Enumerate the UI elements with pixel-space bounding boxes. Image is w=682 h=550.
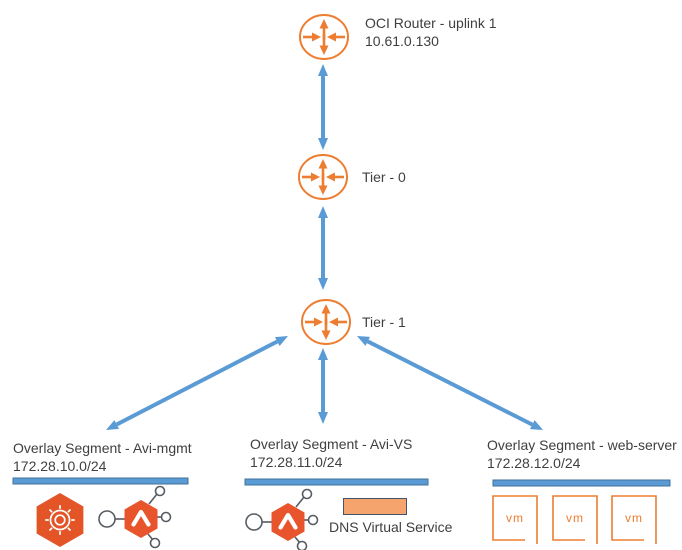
vm-label: vm xyxy=(566,511,584,525)
router-icon-tier0 xyxy=(297,153,349,201)
router-icon-oci xyxy=(298,13,350,61)
segment-cidr: 172.28.12.0/24 xyxy=(487,455,581,471)
segment-label-web-server: Overlay Segment - web-server 172.28.12.0… xyxy=(487,436,677,472)
vm-label: vm xyxy=(625,511,643,525)
oci-router-label: OCI Router - uplink 1 10.61.0.130 xyxy=(365,14,497,50)
avi-hexagon-icon-mgmt xyxy=(99,487,171,548)
segment-bar-web-server xyxy=(492,479,671,487)
link-tier1-web-server xyxy=(357,336,543,430)
vm-box-icon xyxy=(492,495,538,544)
segment-name: Overlay Segment - web-server xyxy=(487,437,677,453)
dns-virtual-service-label: DNS Virtual Service xyxy=(329,519,453,535)
segment-name: Overlay Segment - Avi-mgmt xyxy=(13,440,192,456)
oci-router-name: OCI Router - uplink 1 xyxy=(365,15,497,31)
vm-box-icon xyxy=(611,495,657,544)
segment-name: Overlay Segment - Avi-VS xyxy=(250,436,413,452)
vm-boxes xyxy=(492,495,657,544)
avi-hexagon-icon-vs xyxy=(246,490,318,550)
tier1-label: Tier - 1 xyxy=(362,314,406,330)
tier0-label: Tier - 0 xyxy=(362,169,406,185)
link-tier0-tier1 xyxy=(318,206,328,290)
segment-cidr: 172.28.10.0/24 xyxy=(13,458,107,474)
link-oci-tier0 xyxy=(318,64,328,150)
oci-router-ip: 10.61.0.130 xyxy=(365,33,439,49)
vm-label: vm xyxy=(506,511,524,525)
gear-hexagon-icon xyxy=(35,492,85,548)
link-tier1-avi-vs xyxy=(318,348,328,424)
segment-bar-avi-mgmt xyxy=(12,477,189,485)
segment-label-avi-mgmt: Overlay Segment - Avi-mgmt 172.28.10.0/2… xyxy=(13,439,192,475)
link-arrows xyxy=(106,64,543,430)
segment-bar-avi-vs xyxy=(244,478,429,486)
router-icon-tier1 xyxy=(300,298,352,346)
segment-cidr: 172.28.11.0/24 xyxy=(250,454,343,470)
segment-label-avi-vs: Overlay Segment - Avi-VS 172.28.11.0/24 xyxy=(250,435,412,471)
vm-box-icon xyxy=(552,495,598,544)
dns-virtual-service-shape xyxy=(343,498,407,515)
link-tier1-avi-mgmt xyxy=(106,336,288,430)
